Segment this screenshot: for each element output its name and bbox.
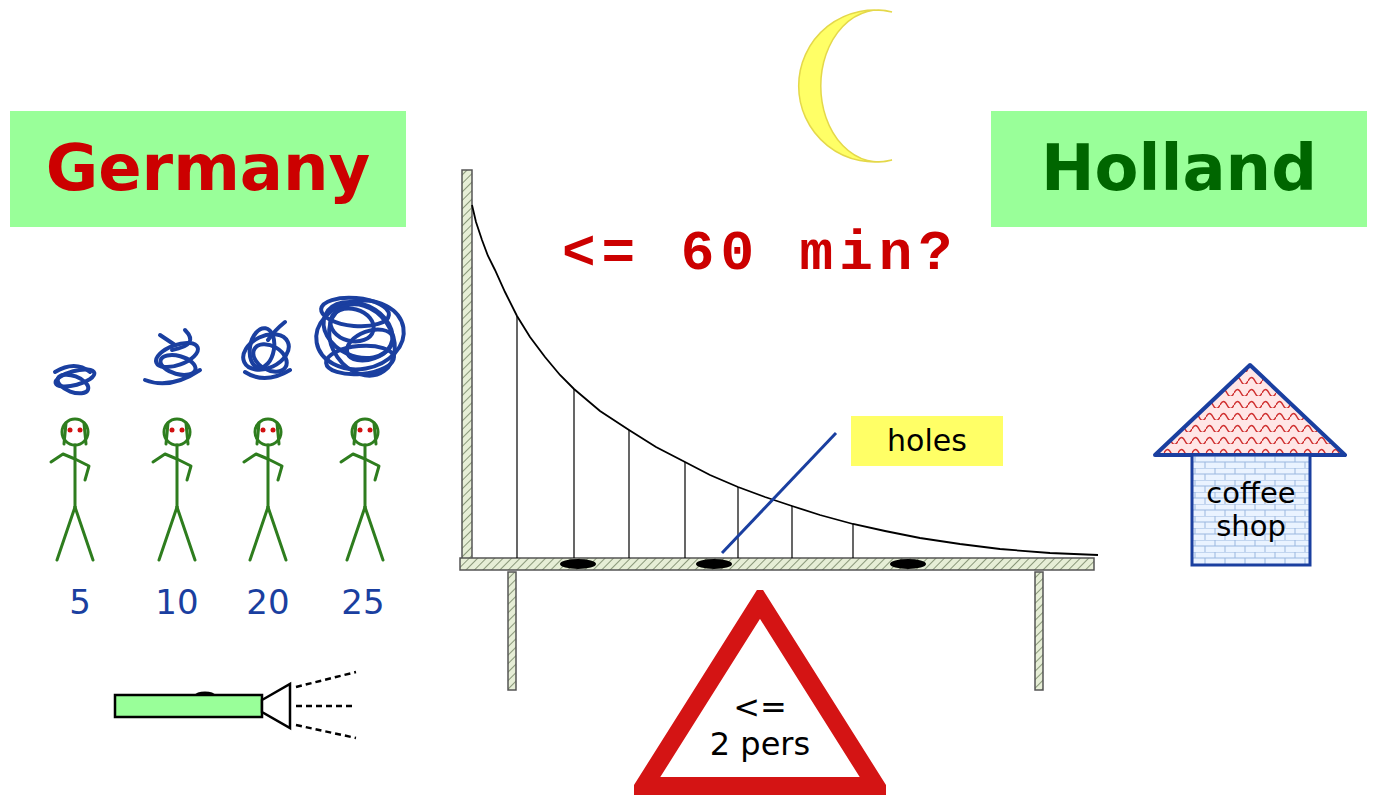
moon	[799, 10, 892, 162]
scribble	[237, 322, 294, 378]
hole	[890, 559, 926, 569]
stick-figure	[341, 419, 383, 560]
stick-figure	[51, 419, 93, 560]
bridge	[460, 170, 1098, 690]
hole	[560, 559, 596, 569]
node-text: holes	[887, 424, 967, 459]
country-box: Holland	[991, 111, 1367, 227]
crossing-time: 25	[323, 582, 403, 622]
scribble	[311, 291, 409, 388]
crossing-time: 10	[137, 582, 217, 622]
node-text: 2 pers	[710, 726, 810, 763]
node-text: Holland	[1041, 132, 1317, 206]
node-text: Germany	[46, 132, 371, 206]
node-text: coffee shop	[1194, 477, 1308, 544]
crossing-time: 20	[228, 582, 308, 622]
leader-line	[722, 433, 836, 553]
crossing-time: 5	[40, 582, 120, 622]
time-limit: <= 60 min?	[540, 222, 980, 286]
hole	[696, 559, 732, 569]
scribble	[145, 330, 201, 383]
coffee-shop-house: coffee shop	[1150, 360, 1350, 568]
stick-figure	[244, 419, 286, 560]
callout-box: holes	[851, 416, 1003, 466]
warning-sign: <=2 pers	[634, 590, 886, 796]
flashlight	[115, 672, 356, 738]
scribble	[54, 366, 96, 397]
stick-figure	[153, 419, 195, 560]
node-text: <=	[733, 689, 787, 726]
country-box: Germany	[10, 111, 406, 227]
